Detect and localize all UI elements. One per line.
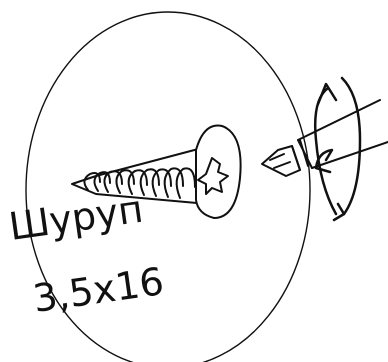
screwdriver-shaft xyxy=(298,100,388,168)
rotation-arrow-icon xyxy=(315,78,360,220)
phillips-screwdriver-bit-icon xyxy=(262,100,388,176)
